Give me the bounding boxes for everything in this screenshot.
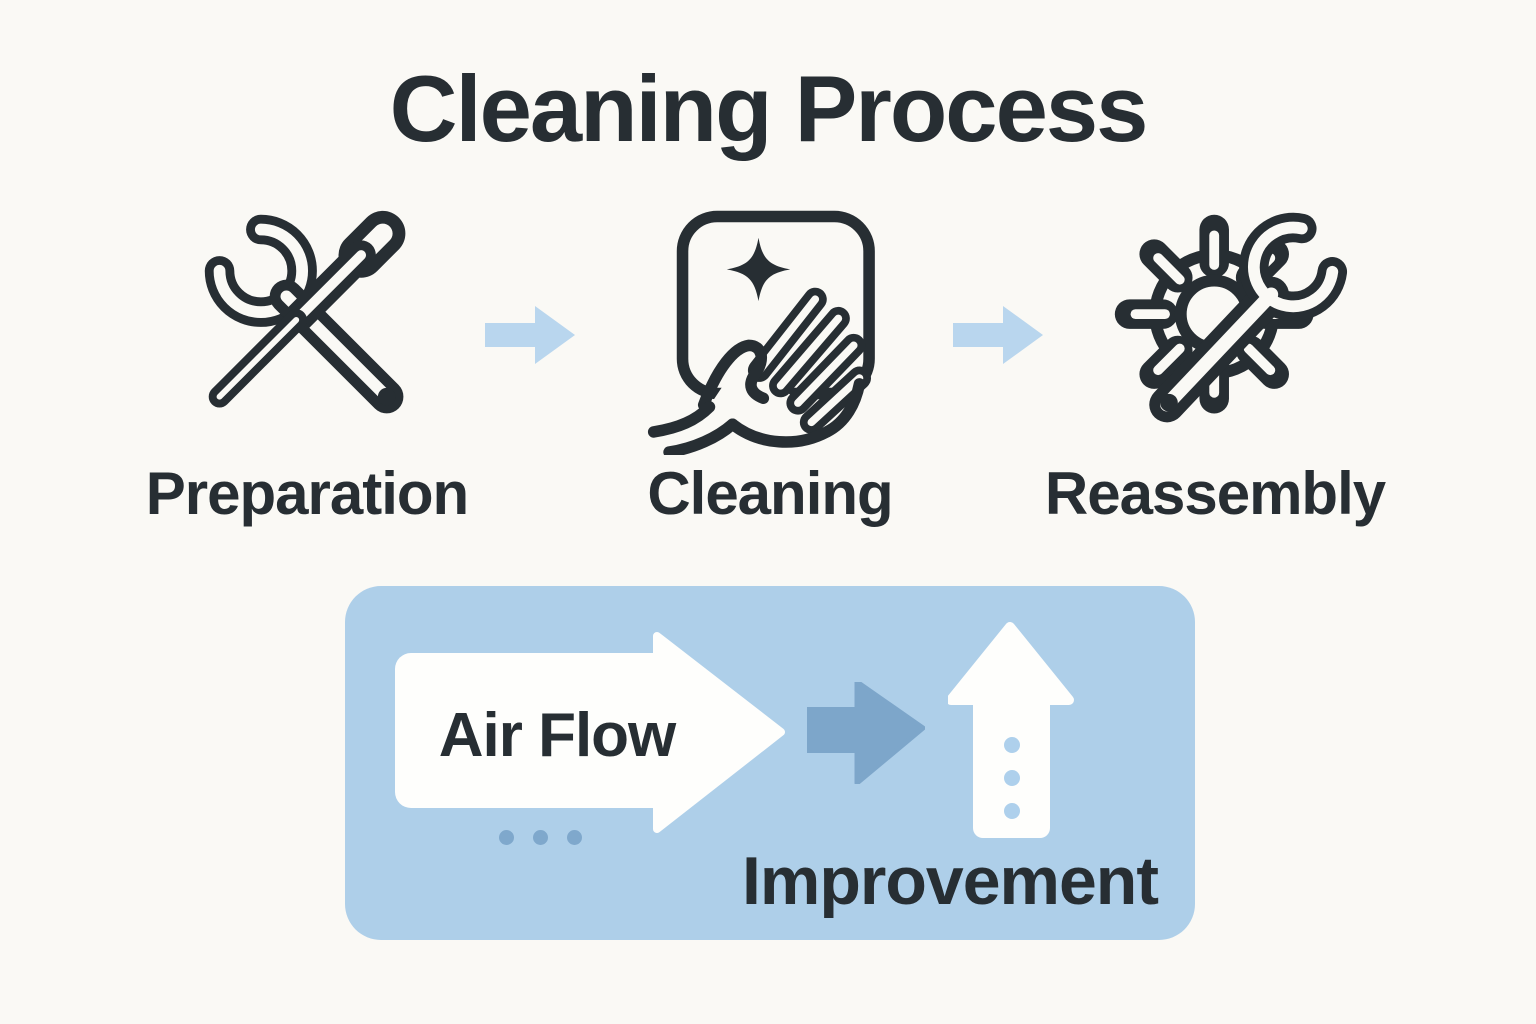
airflow-arrow-icon: [395, 632, 785, 833]
big-white-right-arrow-icon: [395, 632, 785, 833]
dot-icon: [533, 830, 548, 845]
improvement-label: Improvement: [742, 843, 1159, 919]
step-label-cleaning: Cleaning: [647, 460, 893, 527]
step-arrow-icon: [953, 303, 1045, 367]
step-label-preparation: Preparation: [145, 460, 469, 527]
mid-arrow-icon: [807, 679, 926, 786]
airflow-label: Air Flow: [438, 701, 677, 770]
dot-icon: [567, 830, 582, 845]
airflow-panel: Air Flow Improvement: [345, 586, 1195, 940]
improvement-up-arrow-icon: [946, 622, 1074, 840]
right-arrow-icon: [485, 306, 575, 364]
gear-wrench-icon: [1104, 198, 1350, 444]
step-label-reassembly: Reassembly: [1044, 460, 1386, 527]
tools-icon: [192, 202, 428, 438]
trail-dots-icon: [499, 830, 599, 846]
dot-icon: [499, 830, 514, 845]
cleaning-hand-icon-svg: [647, 210, 875, 455]
step-arrow-icon: [485, 303, 577, 367]
gear-wrench-icon-svg: [1114, 212, 1348, 423]
right-arrow-icon: [953, 306, 1043, 364]
white-up-arrow-icon: [946, 622, 1074, 838]
cleaning-hand-icon: [642, 205, 900, 455]
page-title: Cleaning Process: [389, 56, 1149, 161]
tools-icon-svg: [204, 210, 406, 414]
blue-right-arrow-icon: [807, 679, 926, 786]
